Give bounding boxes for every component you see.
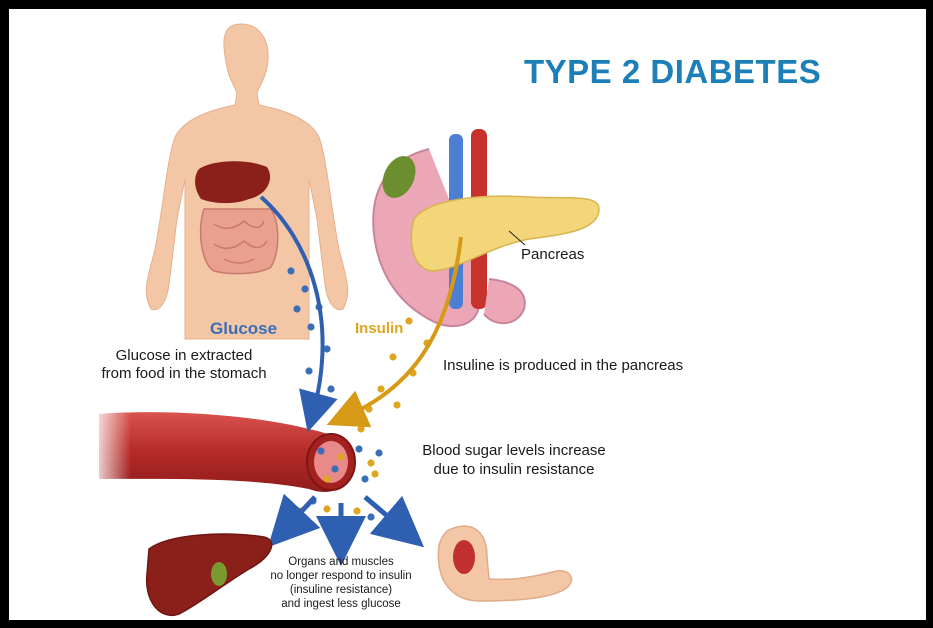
- glucose-caption: Glucose in extracted from food in the st…: [69, 347, 299, 383]
- insulin-dot: [405, 317, 412, 324]
- glucose-caption-line2: from food in the stomach: [69, 365, 299, 383]
- blood-caption-line2: due to insulin resistance: [389, 460, 639, 479]
- arm-muscle-icon: [438, 526, 571, 601]
- glucose-dot: [331, 465, 338, 472]
- insulin-dot: [377, 385, 384, 392]
- insulin-dot: [389, 353, 396, 360]
- insulin-label: Insulin: [355, 320, 403, 337]
- insulin-dot: [393, 401, 400, 408]
- blood-sugar-caption: Blood sugar levels increase due to insul…: [389, 441, 639, 479]
- insulin-dot: [357, 425, 364, 432]
- diagram-frame: TYPE 2 DIABETES Glucose Insulin Pancreas…: [9, 9, 926, 620]
- blood-caption-line1: Blood sugar levels increase: [389, 441, 639, 460]
- organs-caption: Organs and muscles no longer respond to …: [241, 555, 441, 611]
- pancreas-label: Pancreas: [521, 246, 584, 263]
- blood-vessel-icon: [89, 404, 355, 492]
- glucose-label: Glucose: [210, 319, 277, 339]
- insulin-dot: [371, 470, 378, 477]
- organs-caption-line4: and ingest less glucose: [241, 597, 441, 611]
- glucose-dot: [327, 385, 334, 392]
- page-title: TYPE 2 DIABETES: [524, 53, 821, 91]
- insulin-dot: [367, 459, 374, 466]
- organs-caption-line2: no longer respond to insulin: [241, 569, 441, 583]
- organs-caption-line3: (insuline resistance): [241, 583, 441, 597]
- glucose-dot: [361, 475, 368, 482]
- organs-caption-line1: Organs and muscles: [241, 555, 441, 569]
- glucose-dot: [317, 447, 324, 454]
- glucose-dot: [355, 445, 362, 452]
- glucose-dot: [367, 513, 374, 520]
- glucose-dot: [287, 267, 294, 274]
- glucose-dot: [301, 285, 308, 292]
- pancreas-icon: [373, 129, 599, 326]
- glucose-dot: [305, 367, 312, 374]
- insulin-dot: [323, 475, 330, 482]
- diagram-art: [9, 9, 926, 620]
- organs-arrow-left: [285, 497, 315, 529]
- insulin-dot: [337, 453, 344, 460]
- insulin-dot: [353, 507, 360, 514]
- insulin-caption: Insuline is produced in the pancreas: [443, 357, 683, 374]
- glucose-dot: [293, 305, 300, 312]
- glucose-dot: [307, 323, 314, 330]
- glucose-dot: [375, 449, 382, 456]
- insulin-dot: [323, 505, 330, 512]
- glucose-caption-line1: Glucose in extracted: [69, 347, 299, 365]
